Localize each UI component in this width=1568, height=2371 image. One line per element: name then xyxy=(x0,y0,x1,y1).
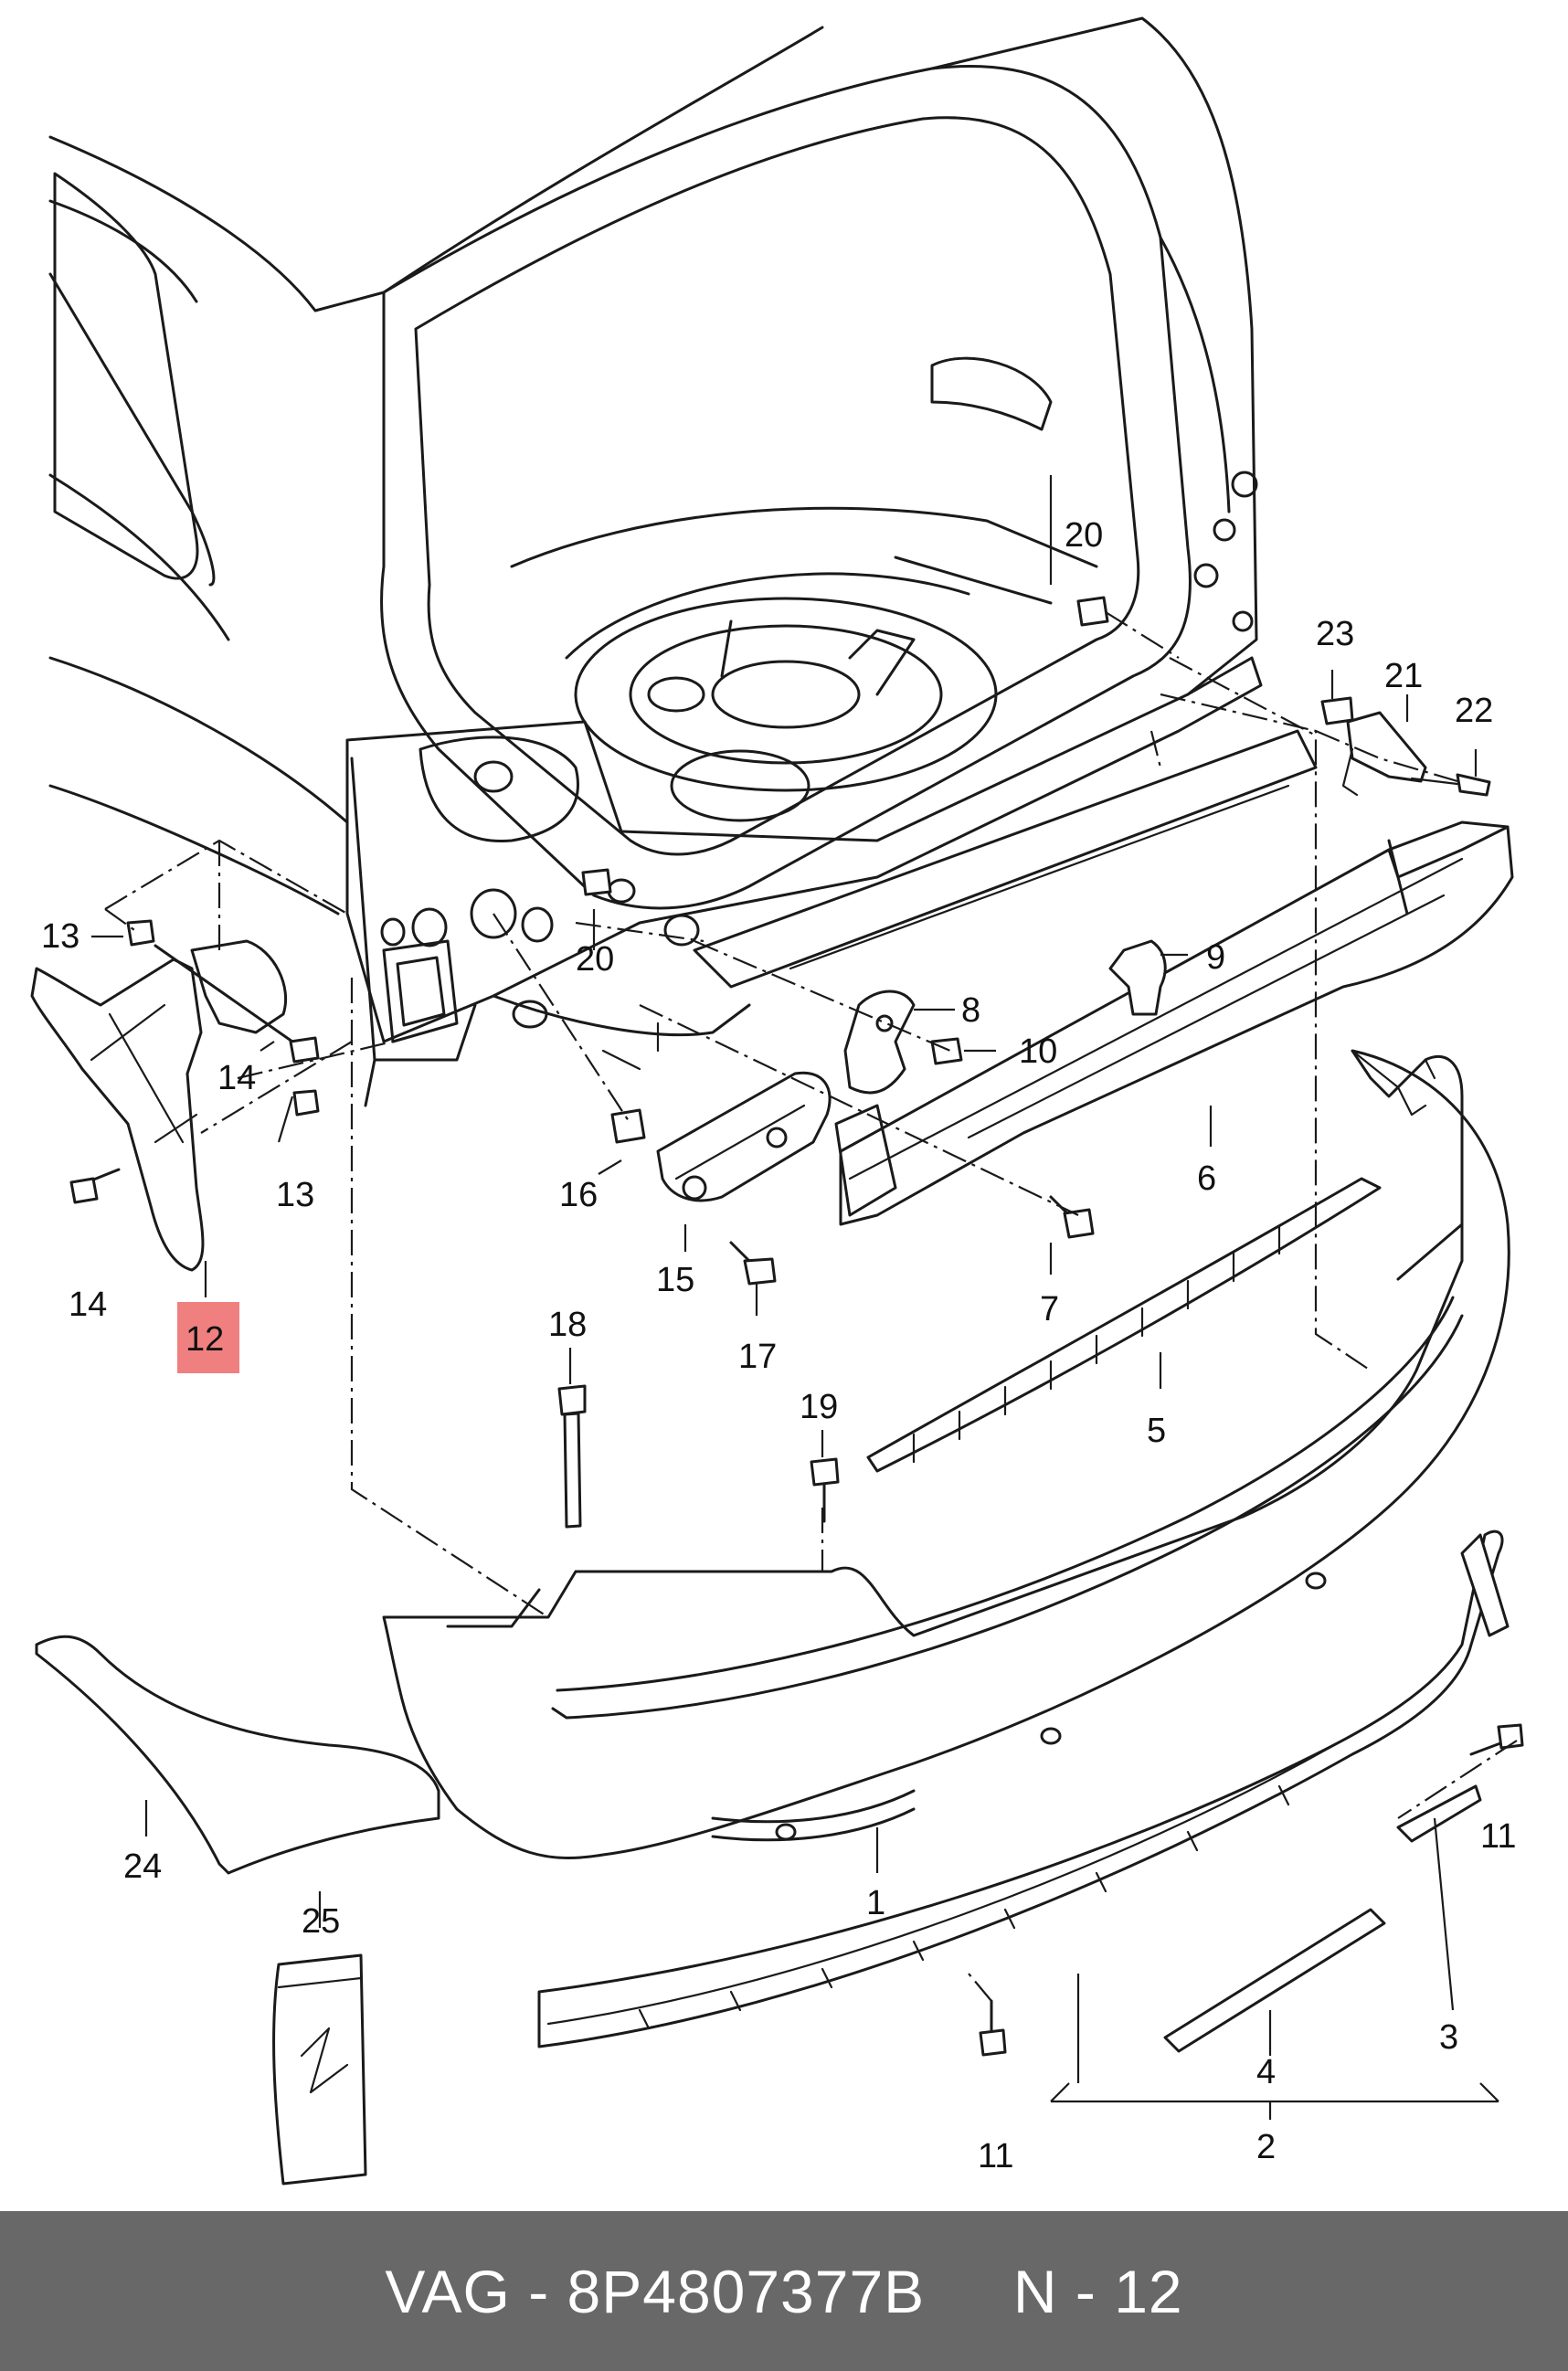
part-2-lower-trim xyxy=(537,1530,1510,2048)
callout-12: 12 xyxy=(185,1320,224,1359)
footer-bar: VAG - 8P4807377B N - 12 xyxy=(0,2211,1568,2371)
callout-24: 24 xyxy=(123,1847,162,1886)
part-22-bolt xyxy=(1410,773,1491,797)
callout-2: 2 xyxy=(1256,2128,1276,2166)
assembly-lines xyxy=(104,611,1518,2002)
callout-18: 18 xyxy=(548,1306,587,1344)
callout-10: 10 xyxy=(1019,1032,1057,1071)
part-11-screws xyxy=(979,1723,1524,2057)
exploded-parts-diagram: 1 2 3 4 5 6 7 8 9 10 11 11 12 13 13 14 1… xyxy=(30,16,1524,2186)
part-5-guide-strip xyxy=(866,1177,1382,1473)
callout-8: 8 xyxy=(961,991,980,1030)
part-13-nuts xyxy=(126,919,320,1117)
part-7-screw xyxy=(1049,1195,1095,1239)
callout-4: 4 xyxy=(1256,2053,1276,2091)
part-16-nut xyxy=(610,1108,646,1144)
part-12-side-guide xyxy=(30,939,288,1272)
part-21-bracket xyxy=(1341,711,1427,797)
part-23-bolt xyxy=(1320,696,1354,725)
part-9-bracket xyxy=(1108,939,1167,1016)
part-25-bag xyxy=(272,1953,367,2186)
callout-23: 23 xyxy=(1316,615,1354,653)
part-6-impact-bar xyxy=(834,820,1514,1226)
callout-25: 25 xyxy=(302,1902,340,1941)
part-17-screw xyxy=(729,1241,777,1286)
callout-14-a: 14 xyxy=(217,1059,256,1097)
callout-22: 22 xyxy=(1455,692,1493,730)
part-number-caption: VAG - 8P4807377B N - 12 xyxy=(385,2257,1183,2325)
callout-1: 1 xyxy=(866,1884,885,1922)
callout-labels: 1 2 3 4 5 6 7 8 9 10 11 11 12 13 13 14 1… xyxy=(41,516,1516,2175)
callout-13-b: 13 xyxy=(276,1176,314,1214)
leader-lines xyxy=(91,475,1499,2120)
part-3-grille xyxy=(1396,1784,1482,1843)
part-19-screw xyxy=(810,1457,840,1523)
callout-20-b: 20 xyxy=(576,940,614,979)
callout-16: 16 xyxy=(559,1176,598,1214)
callout-7: 7 xyxy=(1040,1290,1059,1328)
callout-5: 5 xyxy=(1147,1412,1166,1450)
part-14-screws xyxy=(69,944,320,1204)
callout-20-a: 20 xyxy=(1065,516,1103,555)
callout-14-b: 14 xyxy=(69,1286,107,1324)
highlight-box-12 xyxy=(177,1302,239,1373)
callout-21: 21 xyxy=(1384,657,1423,695)
part-8-bracket xyxy=(843,990,916,1095)
callout-9: 9 xyxy=(1206,938,1225,977)
callout-11-b: 11 xyxy=(1480,1817,1516,1856)
part-18-pin xyxy=(557,1384,587,1529)
part-15-guide-bracket xyxy=(656,1071,832,1202)
callout-6: 6 xyxy=(1197,1159,1216,1198)
callout-15: 15 xyxy=(656,1261,694,1299)
callout-3: 3 xyxy=(1439,2018,1458,2057)
callout-11-a: 11 xyxy=(978,2137,1013,2175)
part-1-bumper-cover xyxy=(382,1049,1510,1859)
part-24-arch-liner xyxy=(35,1635,440,1875)
part-10-nut xyxy=(930,1037,963,1065)
callout-17: 17 xyxy=(738,1338,777,1376)
part-20-clips xyxy=(581,596,1109,896)
callout-13-a: 13 xyxy=(41,917,79,956)
callout-19: 19 xyxy=(800,1388,838,1426)
body-flange xyxy=(693,729,1318,989)
part-4-trim-strip xyxy=(1163,1908,1386,2053)
